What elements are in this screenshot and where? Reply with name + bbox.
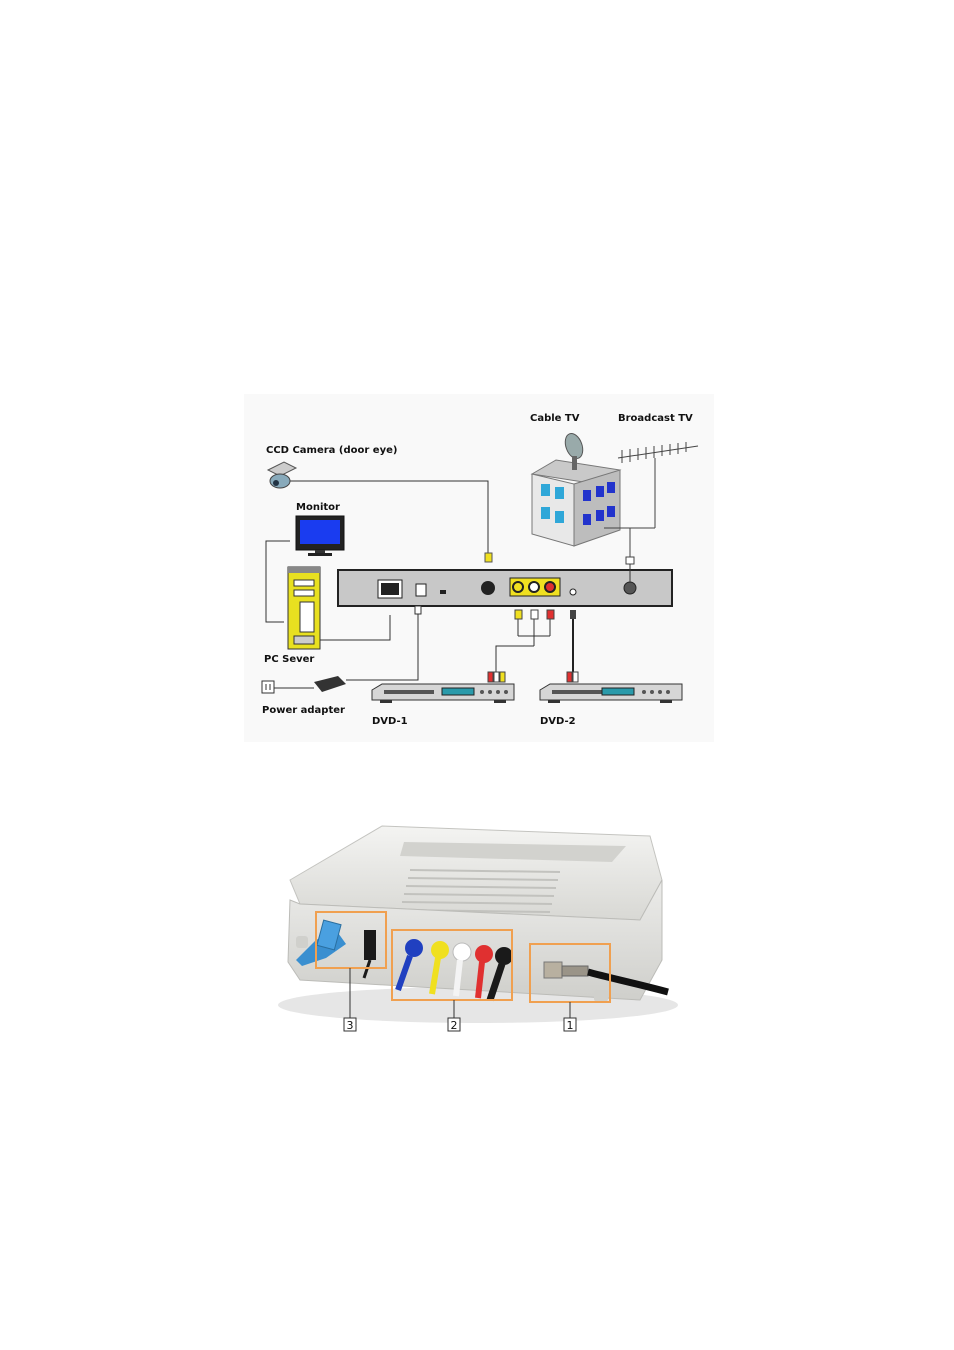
dvd1-red-plug — [547, 610, 554, 619]
dvd2-plug — [570, 610, 576, 619]
antenna-plug-icon — [626, 557, 634, 564]
dvd1-end-white — [494, 672, 499, 682]
callout-number-2: 2 — [451, 1019, 458, 1032]
monitor-icon — [296, 516, 344, 556]
dvd1-white-plug — [531, 610, 538, 619]
building-icon — [532, 460, 620, 546]
dvd1-end-red — [488, 672, 493, 682]
callout-number-3: 3 — [347, 1019, 354, 1032]
pc-server-icon — [288, 567, 320, 649]
pc-server-label: PC Sever — [264, 654, 314, 665]
dvd2-end-red — [567, 672, 572, 682]
dvd1-yellow-plug — [515, 610, 522, 619]
device-foot-right — [594, 990, 608, 1002]
device-foot-left — [296, 936, 308, 948]
dvd1-end-yellow — [500, 672, 505, 682]
broadcast-tv-label: Broadcast TV — [618, 413, 693, 424]
monitor-label: Monitor — [296, 502, 340, 513]
device-photo: 3 2 1 — [278, 826, 678, 1032]
dvd1-label: DVD-1 — [372, 716, 408, 727]
cable-tv-label: Cable TV — [530, 413, 580, 424]
dvd1-player-icon — [372, 684, 514, 703]
dvd2-label: DVD-2 — [540, 716, 576, 727]
dvd2-player-icon — [540, 684, 682, 703]
main-unit-rear-panel — [338, 570, 672, 606]
dvd2-end-white — [573, 672, 578, 682]
ccd-camera-label: CCD Camera (door eye) — [266, 445, 397, 456]
power-plug — [415, 606, 421, 614]
camera-video-plug — [485, 553, 492, 562]
connection-diagram: Cable TV Broadcast TV CCD Camera (door e… — [244, 394, 714, 742]
power-adapter-label: Power adapter — [262, 705, 345, 716]
callout-number-1: 1 — [567, 1019, 574, 1032]
